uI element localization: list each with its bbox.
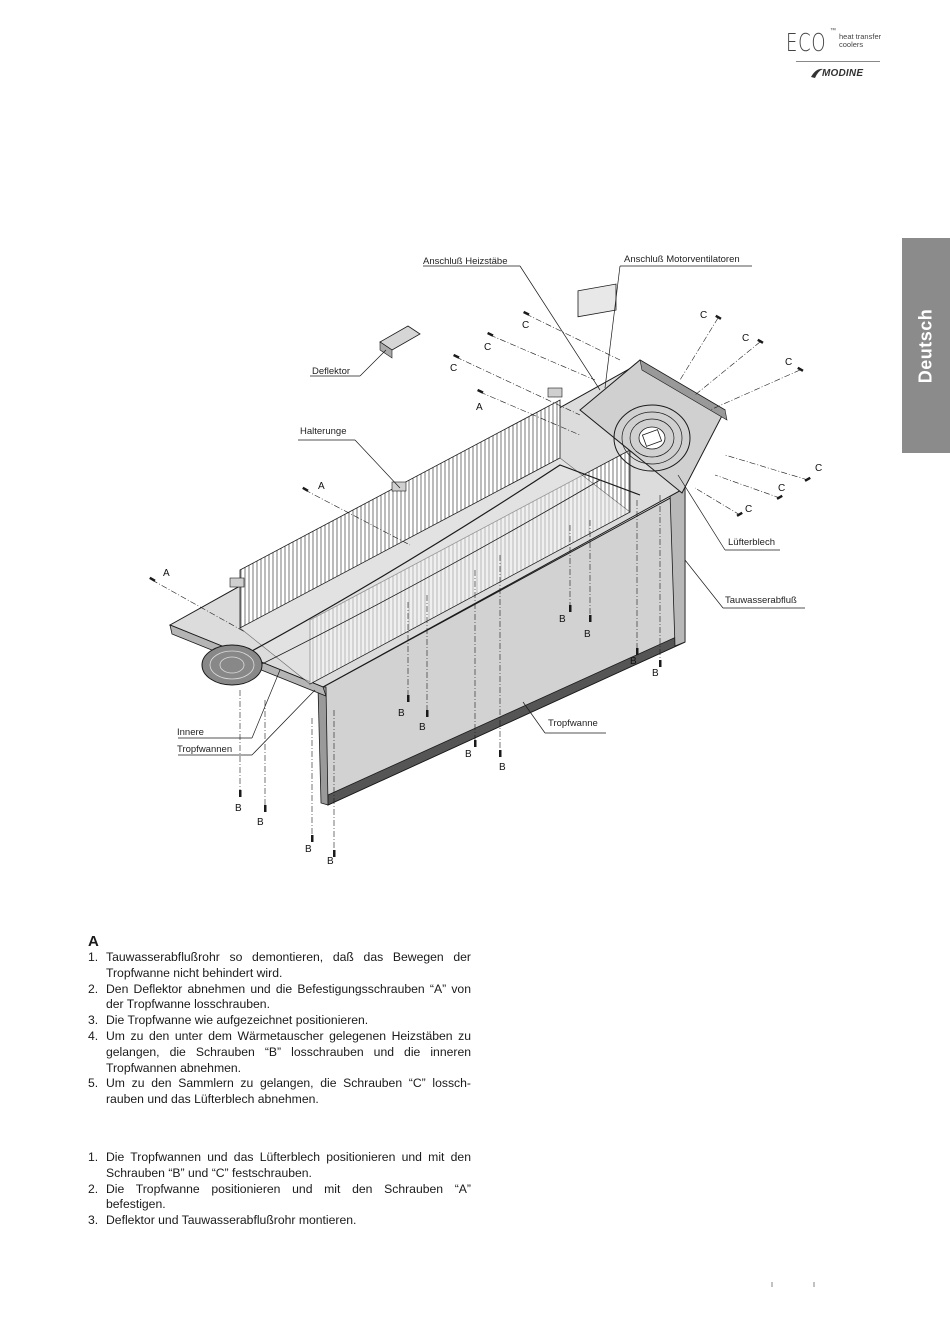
label-luefterblech: Lüfterblech [728, 537, 776, 548]
screw-letter-b: B [419, 722, 426, 733]
exploded-view-drawing: Anschluß Heizstäbe Anschluß Motorventila… [140, 250, 823, 890]
drip-tray-left-edge [317, 686, 329, 806]
eco-logo: ECO ™ heat transfer coolers MODINE [786, 26, 886, 86]
screw-icons [149, 310, 811, 857]
language-tab: Deutsch [902, 238, 950, 453]
list-item: 5.Um zu den Sammlern zu gelangen, die Sc… [88, 1076, 471, 1107]
logo-tagline-2: coolers [839, 40, 864, 49]
list-item: 3.Die Tropfwanne wie aufgezeichnet posit… [88, 1013, 369, 1028]
fan-left-icon [201, 644, 263, 686]
label-anschluss-heizstaebe: Anschluß Heizstäbe [423, 256, 508, 267]
list-item: 2.Den Deflektor abnehmen und die Befesti… [88, 981, 471, 1012]
screw-letter-b: B [630, 656, 637, 667]
screw-letter-b: B [559, 614, 566, 625]
screw-letter-c: C [700, 310, 708, 321]
list-item: 1.Die Tropfwannen und das Lüfterblech po… [88, 1150, 471, 1180]
inner-drip-channel [239, 457, 631, 685]
screw-letter-b: B [305, 844, 312, 855]
list-item: 4.Um zu den unter dem Wärmetauscher gele… [88, 1028, 471, 1075]
screw-letter-b: B [499, 762, 506, 773]
cooler-drawing-svg [149, 265, 811, 857]
bracket-right [547, 387, 563, 398]
logo-trademark: ™ [830, 28, 836, 34]
screw-letter-c: C [778, 483, 786, 494]
footer-tick-marks [771, 1282, 815, 1287]
screw-letter-c: C [815, 463, 823, 474]
screw-letter-a: A [476, 402, 483, 413]
label-halterunge: Halterunge [300, 426, 347, 437]
label-tropfwanne: Tropfwanne [548, 718, 598, 729]
screw-letter-c: C [745, 504, 753, 515]
logo-divider [796, 61, 880, 62]
leader-lines [178, 265, 805, 756]
logo-modine: MODINE [822, 68, 864, 79]
list-item: 1.Tauwasserabflußrohr so demontieren, da… [88, 950, 471, 980]
assembly-steps: 1.Die Tropfwannen und das Lüfterblech po… [88, 1150, 471, 1229]
screw-letter-b: B [235, 803, 242, 814]
screw-letter-b: B [257, 817, 264, 828]
logo-eco-text: ECO [786, 28, 827, 57]
junction-box [577, 283, 617, 318]
list-item: 3.Deflektor und Tauwasserabflußrohr mont… [88, 1213, 357, 1228]
section-heading: A [88, 933, 99, 950]
screw-letter-b: B [652, 668, 659, 679]
screw-letter-c: C [522, 320, 530, 331]
screw-letter-b: B [327, 856, 334, 867]
heater-cable [249, 464, 641, 653]
modine-swoosh-icon [811, 68, 823, 78]
fan-guard-icon [613, 404, 691, 472]
label-tropfwannen: Tropfwannen [177, 744, 233, 755]
logo-tagline-1: heat transfer [839, 32, 882, 41]
bracket-left [229, 577, 245, 588]
screw-letter-a: A [318, 481, 325, 492]
screw-letter-c: C [742, 333, 750, 344]
disassembly-steps: 1.Tauwasserabflußrohr so demontieren, da… [88, 950, 471, 1108]
list-item: 2.Die Tropfwanne positionieren und mit d… [88, 1181, 471, 1212]
screw-letter-a: A [163, 568, 170, 579]
label-anschluss-motorventilatoren: Anschluß Motorventilatoren [624, 254, 740, 265]
screw-letter-c: C [450, 363, 458, 374]
screw-paths [151, 313, 809, 850]
language-tab-label: Deutsch [915, 308, 936, 383]
heater-cable-2 [259, 479, 601, 666]
screw-letter-b: B [584, 629, 591, 640]
label-innere: Innere [177, 727, 204, 738]
label-tauwasserabfluss: Tauwasserabfluß [725, 595, 797, 606]
screw-letter-b: B [465, 749, 472, 760]
label-deflektor: Deflektor [312, 366, 351, 377]
screw-letter-c: C [785, 357, 793, 368]
screw-letter-b: B [398, 708, 405, 719]
screw-letter-c: C [484, 342, 492, 353]
